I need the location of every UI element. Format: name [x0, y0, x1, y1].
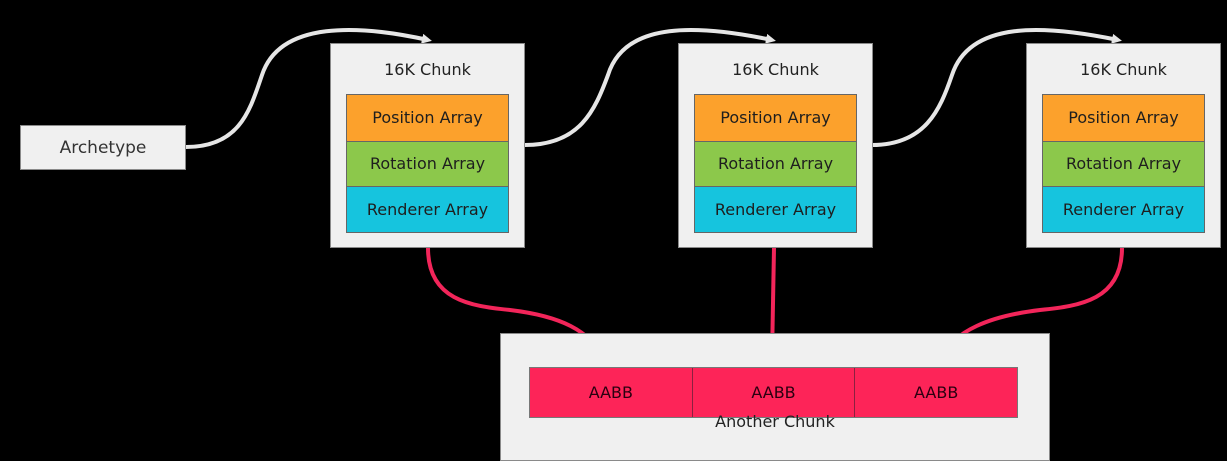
renderer-array: Renderer Array	[347, 186, 508, 232]
position-array: Position Array	[695, 95, 856, 141]
rotation-array: Rotation Array	[347, 140, 508, 187]
chunk-node-3: 16K Chunk Position Array Rotation Array …	[1026, 43, 1221, 248]
rotation-array: Rotation Array	[1043, 140, 1204, 187]
archetype-label: Archetype	[59, 137, 147, 158]
aabb-cell-2: AABB	[691, 368, 855, 417]
component-arrays: Position Array Rotation Array Renderer A…	[694, 94, 857, 233]
another-chunk-label: Another Chunk	[715, 412, 835, 431]
renderer-array: Renderer Array	[1043, 186, 1204, 232]
aabb-array: AABB AABB AABB	[529, 367, 1018, 418]
chain-arrow-chunk-2-to-chunk-3	[871, 28, 1122, 147]
chunk-title: 16K Chunk	[732, 60, 819, 79]
chain-arrow-archetype-to-chunk-1	[185, 28, 432, 149]
aabb-cell-1: AABB	[530, 368, 692, 417]
aabb-cell-3: AABB	[854, 368, 1018, 417]
component-arrays: Position Array Rotation Array Renderer A…	[1042, 94, 1205, 233]
chunk-node-1: 16K Chunk Position Array Rotation Array …	[330, 43, 525, 248]
chain-arrow-chunk-1-to-chunk-2	[524, 28, 776, 147]
component-arrays: Position Array Rotation Array Renderer A…	[346, 94, 509, 233]
chunk-title: 16K Chunk	[384, 60, 471, 79]
chunk-title: 16K Chunk	[1080, 60, 1167, 79]
position-array: Position Array	[1043, 95, 1204, 141]
archetype-node: Archetype	[20, 125, 186, 170]
rotation-array: Rotation Array	[695, 140, 856, 187]
another-chunk-node: AABB AABB AABB Another Chunk	[500, 333, 1050, 461]
chunk-node-2: 16K Chunk Position Array Rotation Array …	[678, 43, 873, 248]
position-array: Position Array	[347, 95, 508, 141]
renderer-array: Renderer Array	[695, 186, 856, 232]
